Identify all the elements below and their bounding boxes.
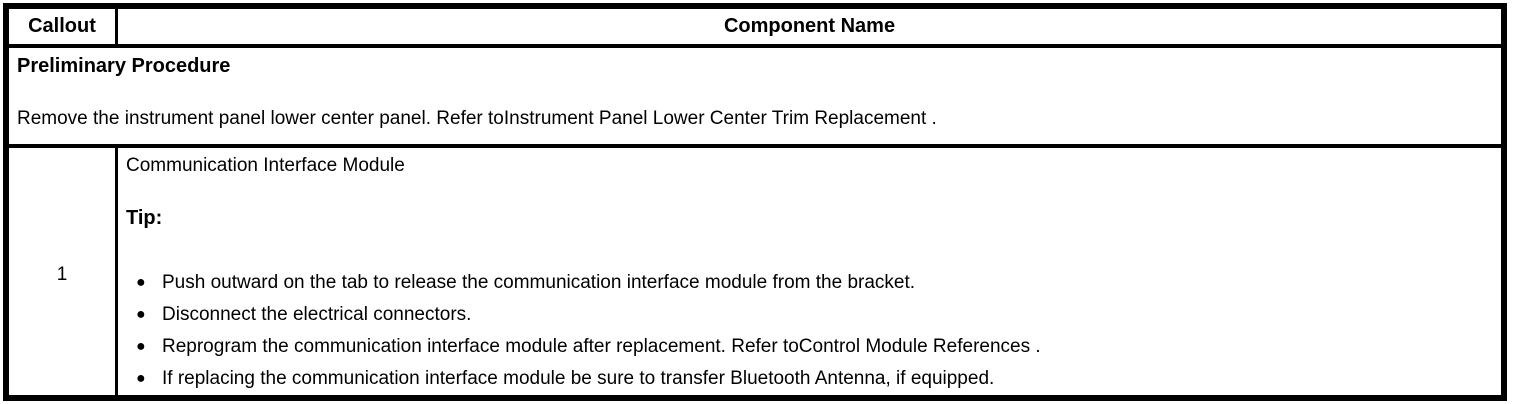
component-name-text: Communication Interface Module: [126, 155, 405, 176]
callout-number: 1: [9, 148, 118, 401]
table-header-row: Callout Component Name: [9, 9, 1501, 48]
bullet-icon: ●: [136, 370, 146, 387]
tip-text: Push outward on the tab to release the c…: [162, 272, 916, 293]
tip-item: ● If replacing the communication interfac…: [136, 363, 1493, 395]
tip-item: ● Disconnect the electrical connectors.: [136, 299, 1493, 331]
bullet-icon: ●: [136, 338, 146, 355]
tip-text: If replacing the communication interface…: [162, 368, 995, 389]
callout-column-header: Callout: [9, 9, 118, 44]
component-description-cell: Communication Interface Module Tip: ● Pus…: [118, 148, 1501, 401]
tip-text: Reprogram the communication interface mo…: [162, 336, 1041, 357]
preliminary-procedure-body: Remove the instrument panel lower center…: [17, 108, 937, 129]
preliminary-procedure-row: Preliminary Procedure Remove the instrum…: [9, 48, 1501, 148]
bullet-icon: ●: [136, 274, 146, 291]
tip-item: ● Push outward on the tab to release the …: [136, 267, 1493, 299]
tip-item: ● Reprogram the communication interface m…: [136, 331, 1493, 363]
tip-text: Disconnect the electrical connectors.: [162, 304, 472, 325]
tip-list: ● Push outward on the tab to release the …: [126, 267, 1493, 395]
component-name-column-header: Component Name: [723, 15, 896, 37]
callout-1-row: 1 Communication Interface Module Tip: ● P…: [9, 148, 1501, 401]
component-callout-table: Callout Component Name Preliminary Proce…: [3, 3, 1507, 401]
bullet-icon: ●: [136, 306, 146, 323]
tip-label: Tip:: [126, 207, 163, 229]
preliminary-procedure-title: Preliminary Procedure: [17, 55, 231, 77]
